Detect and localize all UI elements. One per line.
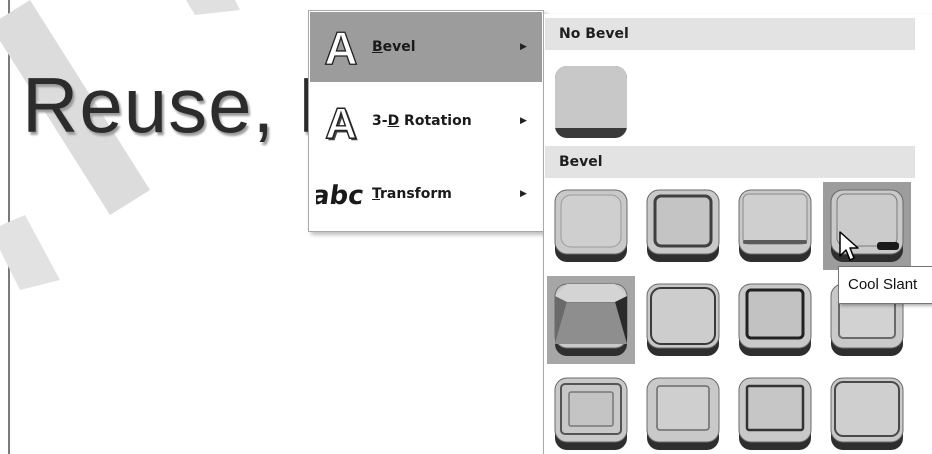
svg-text:abc: abc [316,181,366,211]
abc-transform-icon: abc [310,159,372,229]
hard-edge-bevel-swatch-icon [738,377,812,450]
submenu-arrow-icon: ▶ [520,116,527,126]
bevel-option-divot[interactable] [547,370,635,454]
relaxed-inset-bevel-swatch-icon [646,189,720,262]
no-bevel-swatch-icon [555,66,627,138]
menu-item-bevel[interactable]: A Bevel ▶ [310,12,542,82]
bevel-option-circle[interactable] [547,182,635,270]
tooltip: Cool Slant [838,266,932,304]
mouse-cursor-icon [839,231,859,261]
svg-text:A: A [324,24,357,70]
bevel-option-cross[interactable] [731,182,819,270]
submenu-arrow-icon: ▶ [520,42,527,52]
slide-title-text[interactable]: Reuse, R [22,61,356,149]
text-3d-a-icon: A A [310,86,372,156]
menu-item-transform[interactable]: abc Transform ▶ [310,159,542,229]
bevel-option-riblet[interactable] [639,370,727,454]
circle-bevel-swatch-icon [554,189,628,262]
no-bevel-option[interactable] [547,58,635,146]
divot-bevel-swatch-icon [554,377,628,450]
bevel-header: Bevel [545,146,915,178]
bevel-option-soft-round[interactable] [639,276,727,364]
bevel-option-cool-slant[interactable] [823,182,911,270]
bevel-option-relaxed-inset[interactable] [639,182,727,270]
svg-text:A: A [327,101,359,144]
svg-text:A: A [325,99,357,144]
cross-bevel-swatch-icon [738,189,812,262]
cool-slant-bevel-swatch-icon [830,189,904,262]
no-bevel-header: No Bevel [545,18,915,50]
bevel-gallery: No Bevel Bevel [543,14,932,454]
bevel-option-art-deco[interactable] [823,370,911,454]
convex-bevel-swatch-icon [738,283,812,356]
menu-item-3d-rotation[interactable]: A A 3-D Rotation ▶ [310,86,542,156]
menu-item-label: Bevel [372,39,416,55]
text-effects-submenu: A Bevel ▶ A A 3-D Rotation ▶ abc Transfo… [308,10,544,232]
soft-round-bevel-swatch-icon [646,283,720,356]
bevel-option-hard-edge[interactable] [731,370,819,454]
submenu-arrow-icon: ▶ [520,189,527,199]
bevel-option-convex[interactable] [731,276,819,364]
art-deco-bevel-swatch-icon [830,377,904,450]
riblet-bevel-swatch-icon [646,377,720,450]
angle-bevel-swatch-icon [554,283,628,356]
menu-item-label: 3-D Rotation [372,113,472,129]
menu-item-label: Transform [372,186,452,202]
text-outline-a-icon: A [310,12,372,82]
bevel-option-angle[interactable] [547,276,635,364]
